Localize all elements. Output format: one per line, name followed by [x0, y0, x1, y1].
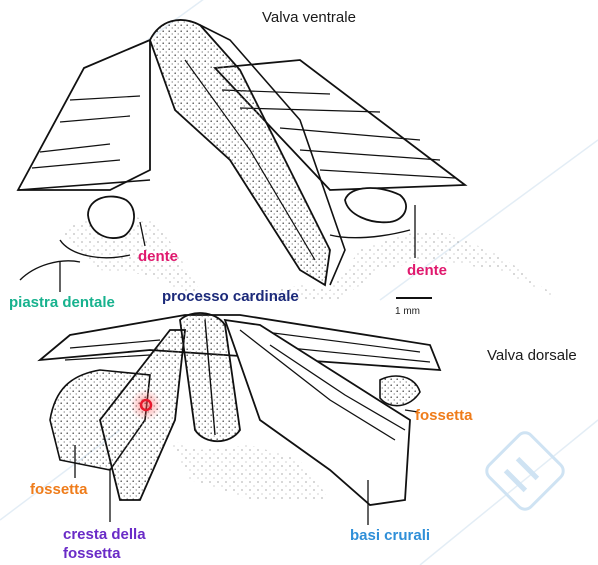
label-dente-right: dente	[407, 262, 447, 279]
title-valva-ventrale: Valva ventrale	[262, 9, 356, 26]
label-basi-crurali: basi crurali	[350, 527, 430, 544]
label-piastra-dentale: piastra dentale	[9, 294, 115, 311]
scale-label: 1 mm	[395, 303, 420, 320]
label-cresta-line1: cresta della	[63, 525, 146, 544]
label-processo-cardinale: processo cardinale	[162, 288, 299, 305]
left-tooth	[88, 196, 134, 238]
label-cresta-della-fossetta: cresta della fossetta	[63, 525, 146, 563]
label-dente-left: dente	[138, 248, 178, 265]
right-tooth	[345, 188, 406, 222]
dorsal-valve	[40, 313, 440, 525]
title-valva-dorsale: Valva dorsale	[487, 347, 577, 364]
ventral-valve	[18, 20, 560, 300]
right-socket	[380, 376, 420, 406]
marker-glow	[130, 389, 162, 421]
label-fossetta-left: fossetta	[30, 481, 88, 498]
label-cresta-line2: fossetta	[63, 544, 146, 563]
label-fossetta-right: fossetta	[415, 407, 473, 424]
